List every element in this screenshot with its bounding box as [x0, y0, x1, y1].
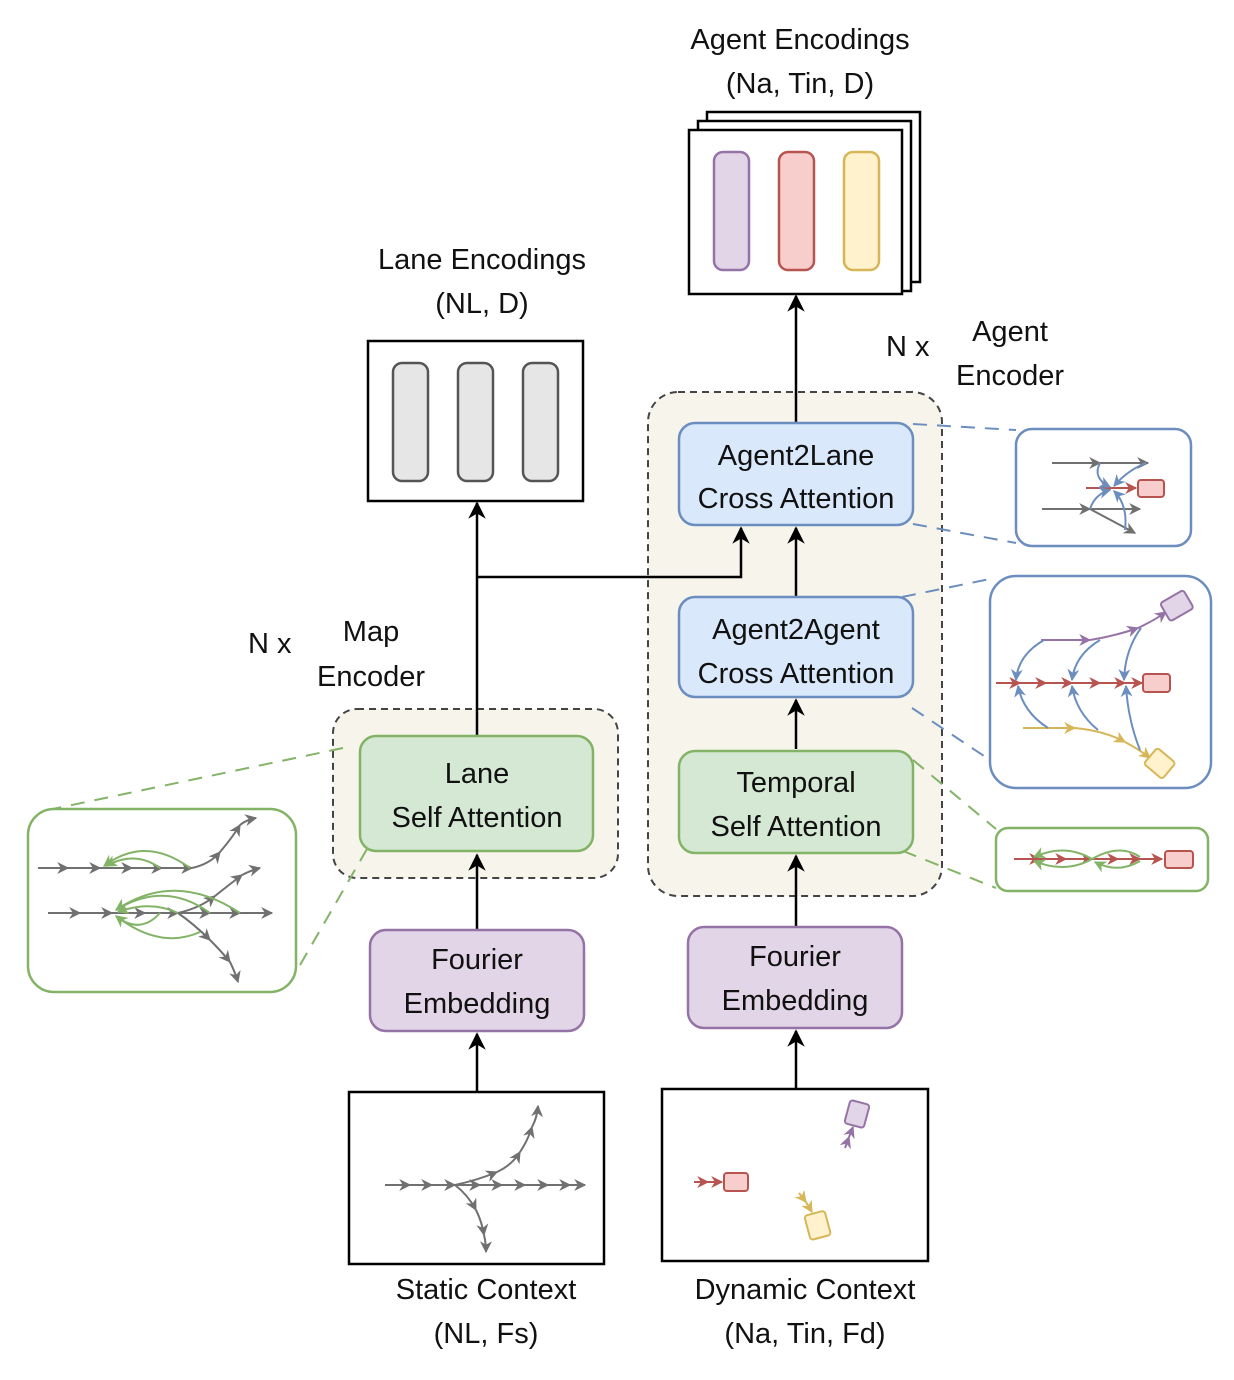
temporal-self-attention-block: Temporal Self Attention — [677, 749, 915, 855]
agent-encoding-yellow-token — [842, 150, 881, 272]
static-context-title: Static Context — [396, 1274, 577, 1306]
lane-encodings-dims: (NL, D) — [435, 288, 528, 320]
lane-self-attention-zoom-panel — [26, 807, 298, 994]
flow-arrows — [468, 294, 805, 1092]
zoom-connectors — [47, 423, 1017, 973]
dynamic-context-title: Dynamic Context — [695, 1274, 916, 1306]
lane-encodings-title: Lane Encodings — [378, 244, 586, 276]
agent2agent-block: Agent2Agent Cross Attention — [677, 595, 915, 699]
fourier-embedding-right-block: Fourier Embedding — [686, 925, 904, 1030]
agent2lane-block: Agent2Lane Cross Attention — [677, 421, 915, 527]
dynamic-red-agent — [694, 1172, 749, 1192]
labels: Agent Encodings (Na, Tin, D) Lane Encodi… — [248, 24, 1064, 1350]
dynamic-yellow-agent — [794, 1189, 832, 1241]
temporal-label-1: Temporal — [736, 767, 855, 799]
agent2agent-zoom-panel — [988, 574, 1213, 790]
lane-self-attention-block: Lane Self Attention — [358, 734, 595, 853]
dynamic-context-dims: (Na, Tin, Fd) — [724, 1318, 885, 1350]
fourier-right-label-1: Fourier — [749, 941, 841, 973]
agent-encoder-label-1: Agent — [972, 316, 1048, 348]
fourier-left-label-2: Embedding — [404, 988, 551, 1020]
map-encoder-repeat: N x — [248, 628, 292, 660]
fourier-right-label-2: Embedding — [722, 985, 869, 1017]
lane-encodings-box-group — [366, 339, 585, 503]
lane-encoding-token-1 — [391, 361, 430, 483]
agent-encoder-repeat: N x — [886, 331, 930, 363]
agent-encodings-title: Agent Encodings — [690, 24, 909, 56]
agent2agent-label-1: Agent2Agent — [712, 614, 880, 646]
fourier-embedding-left-block: Fourier Embedding — [368, 928, 586, 1033]
arrow-map-to-agent2lane — [477, 526, 750, 579]
fourier-left-label-1: Fourier — [431, 944, 523, 976]
lane-self-label-2: Self Attention — [392, 802, 563, 834]
agent-encodings-dims: (Na, Tin, D) — [726, 68, 874, 100]
agent2agent-label-2: Cross Attention — [698, 658, 895, 690]
static-context-box — [347, 1090, 606, 1266]
dynamic-purple-agent — [839, 1099, 871, 1150]
temporal-zoom-panel — [994, 826, 1210, 893]
map-encoder-label-1: Map — [343, 616, 399, 648]
agent-encoder-label-2: Encoder — [956, 360, 1064, 392]
map-encoder-label-2: Encoder — [317, 661, 425, 693]
lane-encoding-token-3 — [521, 361, 560, 483]
static-context-dims: (NL, Fs) — [434, 1318, 539, 1350]
agent-encodings-stack — [687, 110, 922, 296]
static-lane-graph — [385, 1104, 587, 1254]
agent-encoding-red-token — [777, 150, 816, 272]
lane-self-label-1: Lane — [445, 758, 510, 790]
temporal-label-2: Self Attention — [711, 811, 882, 843]
agent-encoding-purple-token — [712, 150, 751, 272]
dynamic-context-box — [660, 1087, 930, 1263]
agent2lane-label-1: Agent2Lane — [718, 440, 874, 472]
agent2lane-label-2: Cross Attention — [698, 483, 895, 515]
lane-encoding-token-2 — [456, 361, 495, 483]
agent2lane-zoom-panel — [1014, 427, 1193, 548]
